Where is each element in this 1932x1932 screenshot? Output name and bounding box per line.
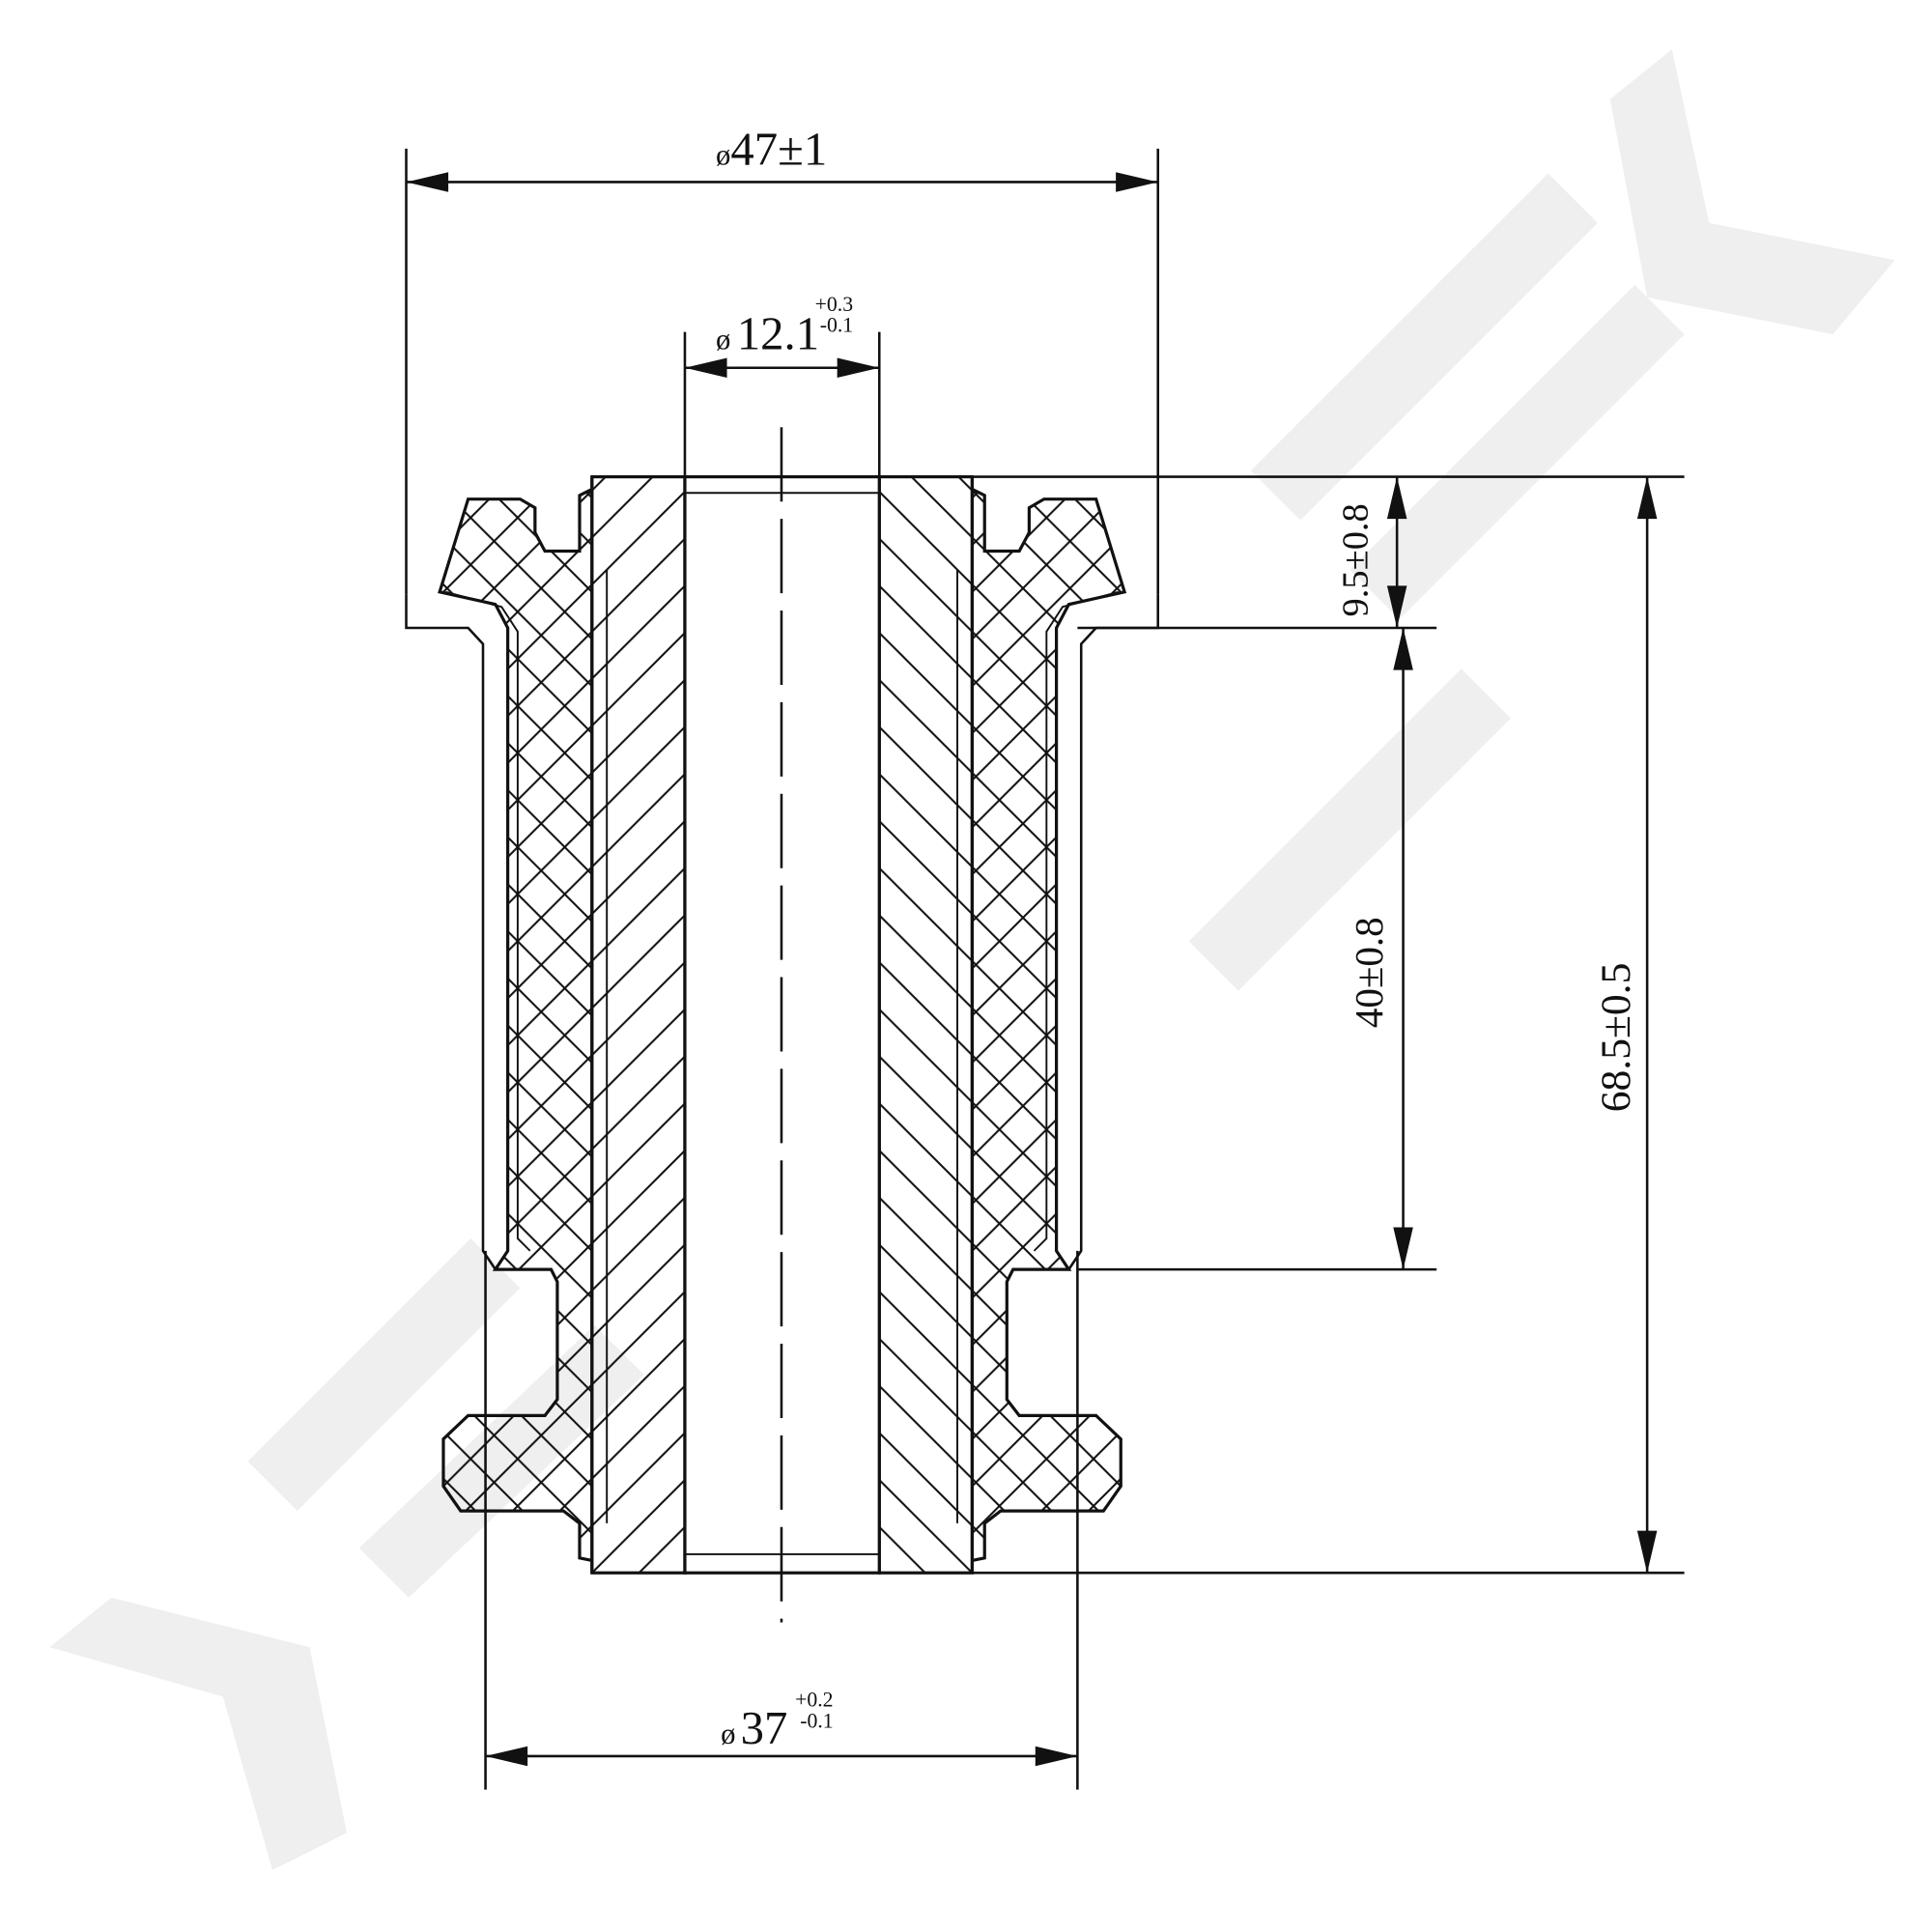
dim-body-symbol: ø [721,1718,735,1750]
dimension-lines [406,172,1658,1767]
dim-bore-tol-lower: -0.1 [820,314,853,337]
dim-body-tol-lower: -0.1 [800,1709,833,1732]
outer-sleeve [405,594,497,1270]
dim-body-tol-upper: +0.2 [795,1689,834,1712]
bushing-half-left [405,474,687,1575]
dim-bore-tol-upper: +0.3 [815,293,854,316]
dim-overall-length: 68.5±0.5 [1593,963,1639,1113]
dim-outer-flange-diameter: ø47±1 [716,124,827,176]
dim-flange-height: 9.5±0.8 [1335,503,1376,616]
extension-lines [405,148,1685,1790]
dim-body-length: 40±0.8 [1347,917,1391,1028]
dim-bore-symbol: ø [716,324,730,356]
dim-body-value: 37 [741,1702,788,1754]
rubber-body [438,476,594,1574]
dim-bore-value: 12.1 [737,308,819,360]
